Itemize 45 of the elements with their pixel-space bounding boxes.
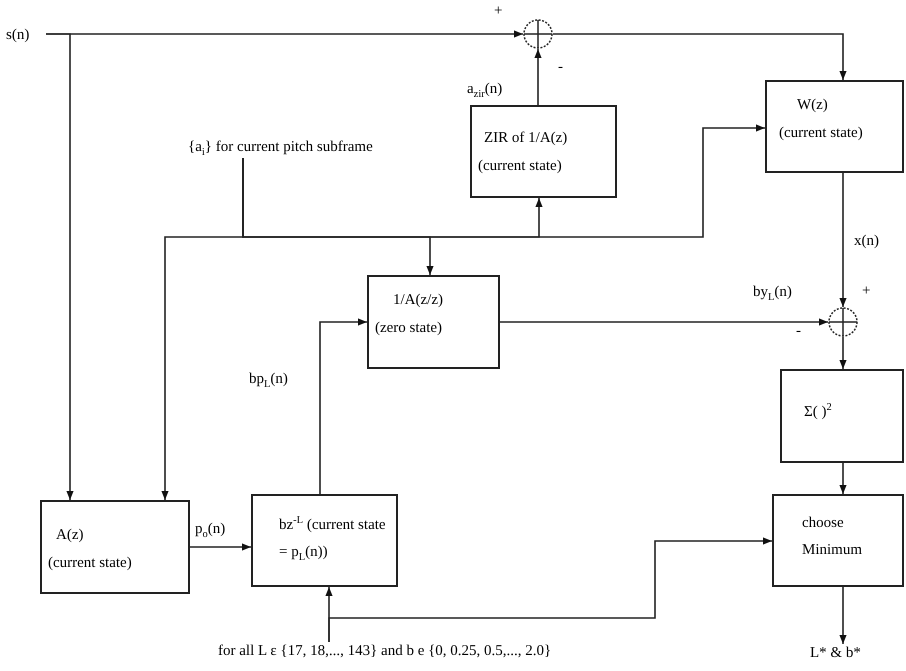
- box-subtitle: (current state): [478, 157, 562, 175]
- arrow: [839, 337, 847, 369]
- signal-label: bp$_{L}$(n): [248, 370, 289, 388]
- arrow: [319, 318, 367, 494]
- signal-label: s(n): [6, 26, 46, 46]
- filter-box: [367, 275, 500, 369]
- signal-label: x(n): [853, 232, 880, 250]
- input-label: {a$_{i}$} for current pitch subframe: [188, 138, 448, 158]
- search-range-label: for all L ε {17, 18,..., 143} and b e {0, 0.25, 0.5,..., 2.0}: [218, 642, 688, 662]
- arrow: [328, 537, 772, 642]
- summing-junction: [523, 19, 553, 49]
- filter-box: [470, 105, 617, 198]
- box-subtitle: (current state): [48, 554, 132, 572]
- arrow: [534, 49, 542, 105]
- arrow: [190, 543, 251, 551]
- squared-sum-box: [780, 369, 904, 463]
- box-title: ZIR of 1/A(z): [484, 129, 568, 147]
- delay-box: [251, 494, 398, 587]
- arrow: [839, 463, 847, 494]
- summing-junction: [828, 307, 858, 337]
- box-subtitle: (zero state): [375, 319, 442, 337]
- box-title: A(z): [56, 526, 84, 544]
- box-title: bz$^{-L}$ (current state = p$_{L}$(n)): [279, 514, 387, 565]
- minimum-selector-box: [772, 494, 904, 587]
- box-title: W(z): [797, 96, 828, 114]
- arrow: [839, 173, 847, 307]
- sign-label: -: [796, 322, 801, 340]
- signal-label: p$_{o}$(n): [194, 520, 226, 538]
- box-title: choose Minimum: [802, 514, 864, 560]
- sign-label: +: [862, 282, 870, 300]
- arrow: [500, 318, 828, 326]
- box-title: Σ( )$^{2}$: [804, 403, 832, 421]
- filter-box: [765, 80, 904, 173]
- filter-box: [40, 500, 190, 594]
- arrow: [46, 33, 74, 500]
- output-label: L* & b*: [810, 644, 874, 664]
- arrow: [553, 33, 847, 80]
- signal-label: by$_{L}$(n): [752, 283, 793, 301]
- signal-label: a$_{zir}$(n): [466, 80, 504, 98]
- arrow: [242, 124, 765, 238]
- box-title: 1/A(z/z): [393, 291, 443, 309]
- sign-label: -: [558, 58, 563, 76]
- arrow: [839, 587, 847, 644]
- box-subtitle: (current state): [779, 124, 863, 142]
- sign-label: +: [494, 2, 502, 20]
